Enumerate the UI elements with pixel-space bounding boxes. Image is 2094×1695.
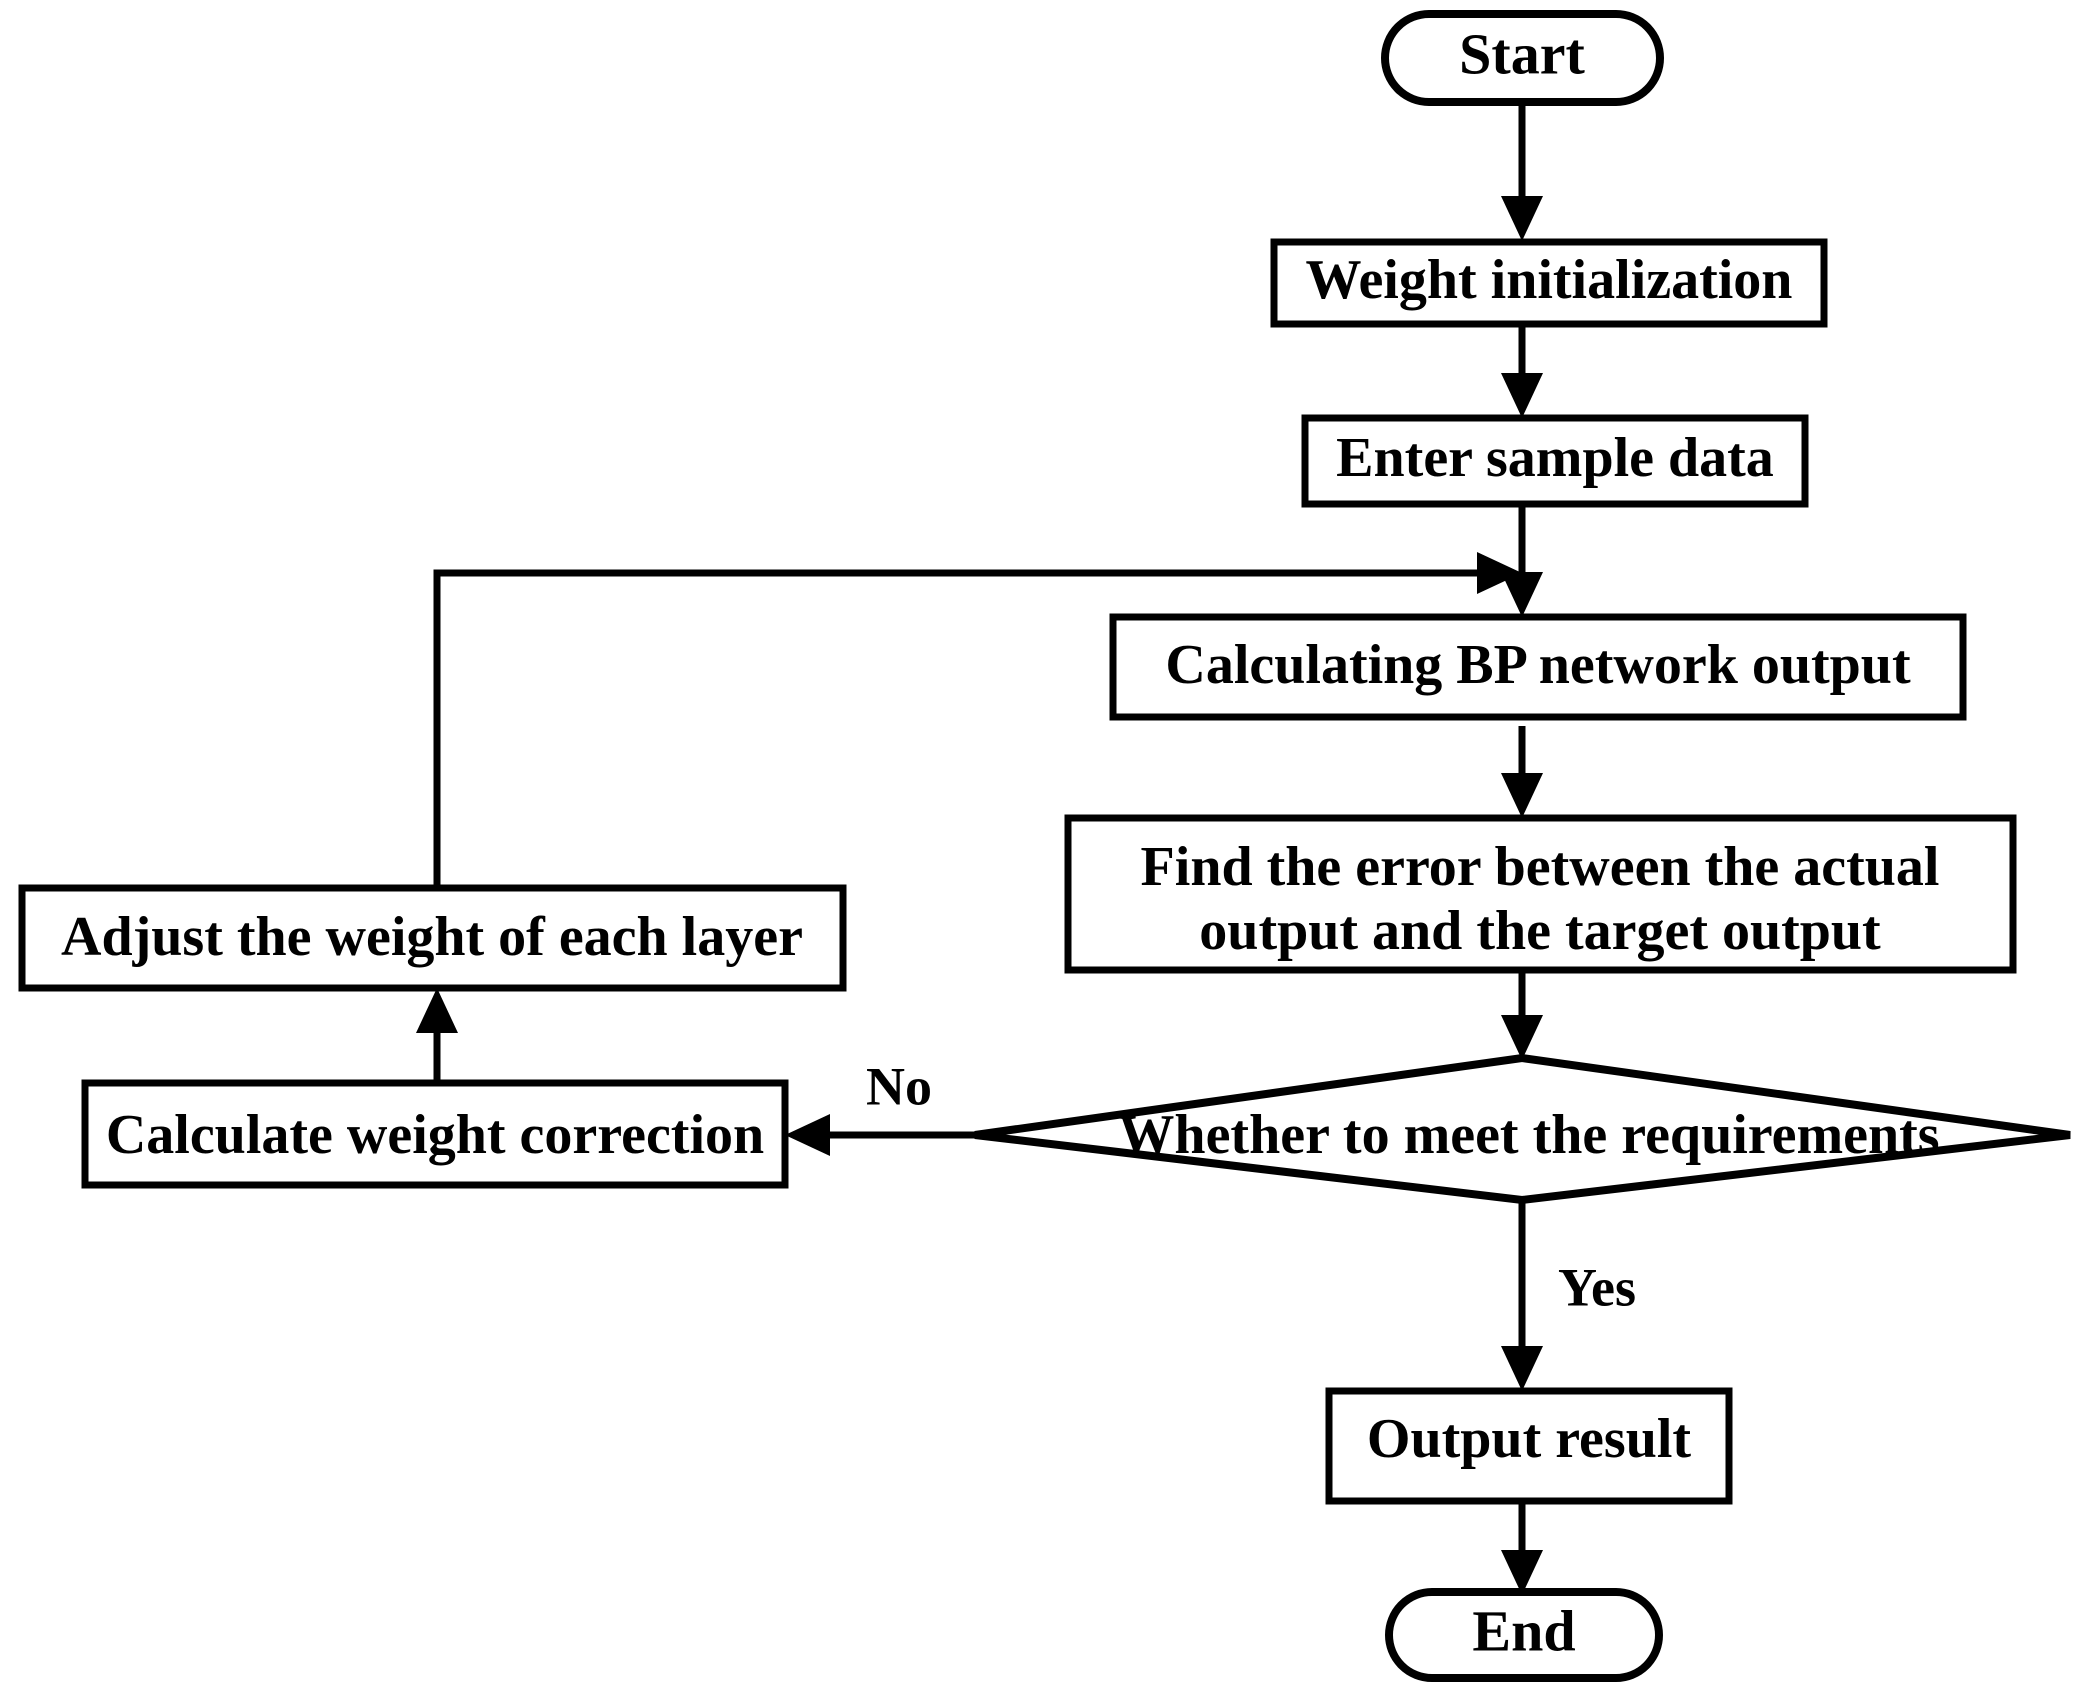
node-output-result[interactable]: Output result [1325, 1387, 1733, 1505]
node-start[interactable]: Start [1381, 10, 1664, 106]
edge-calc-output-to-find-error [1501, 726, 1543, 818]
edge-decision-no-to-calc-correction [785, 1114, 975, 1156]
calculating-bp-network-output-shape [1109, 613, 1967, 721]
node-weight-initialization[interactable]: Weight initialization [1270, 238, 1828, 328]
start-shape [1381, 10, 1664, 106]
node-decision-meet-requirements[interactable]: Whether to meet the requirements [974, 1053, 2071, 1205]
adjust-weight-each-layer-shape [18, 884, 847, 992]
edge-label-yes: Yes [1558, 1257, 1636, 1317]
node-enter-sample-data[interactable]: Enter sample data [1301, 414, 1809, 508]
end-label: End [1472, 1598, 1575, 1663]
node-end[interactable]: End [1385, 1588, 1663, 1682]
edge-calc-correction-to-adjust [416, 988, 458, 1083]
start-label: Start [1459, 21, 1585, 86]
calculate-weight-correction-shape [81, 1079, 789, 1189]
edge-decision-yes-to-output-result [1501, 1200, 1543, 1391]
node-calculate-weight-correction[interactable]: Calculate weight correction [81, 1079, 789, 1189]
enter-sample-data-shape [1301, 414, 1809, 508]
output-result-label: Output result [1367, 1408, 1691, 1470]
decision-shape [974, 1053, 2071, 1205]
weight-initialization-shape [1270, 238, 1828, 328]
node-find-error[interactable]: Find the error between the actual output… [1064, 814, 2017, 974]
edge-weight-init-to-enter-sample [1501, 323, 1543, 418]
node-calculating-bp-network-output[interactable]: Calculating BP network output [1109, 613, 1967, 721]
edge-feedback-adjust-to-merge [433, 552, 1522, 888]
find-error-label-line1: Find the error between the actual [1141, 836, 1940, 898]
decision-label: Whether to meet the requirements [1118, 1104, 1939, 1166]
end-shape [1385, 1588, 1663, 1682]
find-error-label-line2: output and the target output [1199, 900, 1881, 962]
enter-sample-data-label: Enter sample data [1336, 427, 1774, 489]
calculating-bp-network-output-label: Calculating BP network output [1165, 634, 1911, 696]
weight-initialization-label: Weight initialization [1306, 249, 1793, 311]
edge-find-error-to-decision [1501, 962, 1543, 1060]
output-result-shape [1325, 1387, 1733, 1505]
edge-output-result-to-end [1501, 1500, 1543, 1595]
adjust-weight-each-layer-label: Adjust the weight of each layer [61, 906, 803, 968]
find-error-shape [1064, 814, 2017, 974]
node-adjust-weight-each-layer[interactable]: Adjust the weight of each layer [18, 884, 847, 992]
edge-label-no: No [866, 1056, 932, 1116]
calculate-weight-correction-label: Calculate weight correction [106, 1104, 764, 1166]
edge-start-to-weight-init [1501, 100, 1543, 241]
